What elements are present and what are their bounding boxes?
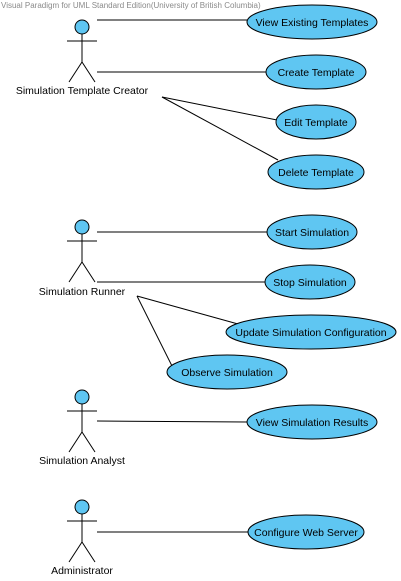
actor-label: Administrator — [51, 565, 113, 577]
use-case-view-results[interactable]: View Simulation Results — [246, 404, 378, 440]
use-case-delete[interactable]: Delete Template — [267, 154, 365, 190]
actor-head-icon — [74, 219, 90, 235]
use-case-observe[interactable]: Observe Simulation — [166, 354, 288, 390]
actor-right-leg-icon — [81, 541, 96, 563]
actor-runner[interactable]: Simulation Runner — [39, 219, 126, 298]
actor-creator[interactable]: Simulation Template Creator — [16, 19, 149, 97]
use-case-label: Observe Simulation — [181, 367, 273, 379]
actor-label: Simulation Analyst — [39, 455, 125, 467]
use-case-label: Edit Template — [284, 117, 348, 129]
actor-label: Simulation Template Creator — [16, 85, 149, 97]
use-case-label: Delete Template — [278, 167, 354, 179]
use-case-label: Start Simulation — [275, 227, 349, 239]
use-case-ellipse[interactable] — [275, 104, 357, 140]
use-case-ellipse[interactable] — [265, 54, 367, 90]
use-case-label: Update Simulation Configuration — [235, 327, 386, 339]
association-analyst-view-results[interactable] — [96, 420, 248, 423]
actor-right-leg-icon — [81, 61, 96, 83]
actor-right-leg-icon — [81, 261, 96, 283]
use-case-start[interactable]: Start Simulation — [266, 214, 358, 250]
use-case-ellipse[interactable] — [264, 264, 356, 300]
association-creator-edit[interactable] — [161, 96, 278, 121]
use-case-ellipse[interactable] — [247, 514, 365, 550]
use-case-configure-server[interactable]: Configure Web Server — [247, 514, 365, 550]
use-case-ellipse[interactable] — [246, 404, 378, 440]
use-case-create[interactable]: Create Template — [265, 54, 367, 90]
use-case-stop[interactable]: Stop Simulation — [264, 264, 356, 300]
use-case-ellipse[interactable] — [246, 4, 378, 40]
use-case-ellipse[interactable] — [266, 214, 358, 250]
use-case-ellipse[interactable] — [267, 154, 365, 190]
actor-head-icon — [74, 389, 90, 405]
association-creator-delete[interactable] — [161, 96, 279, 161]
use-case-ellipse[interactable] — [225, 314, 397, 350]
use-case-label: View Existing Templates — [256, 17, 369, 29]
use-case-edit[interactable]: Edit Template — [275, 104, 357, 140]
associations — [96, 19, 279, 533]
use-case-view-existing[interactable]: View Existing Templates — [246, 4, 378, 40]
watermark: Visual Paradigm for UML Standard Edition… — [1, 1, 261, 10]
actor-left-leg-icon — [68, 261, 83, 283]
actor-head-icon — [74, 19, 90, 35]
actor-head-icon — [74, 499, 90, 515]
actor-right-leg-icon — [81, 431, 96, 453]
actor-analyst[interactable]: Simulation Analyst — [39, 389, 125, 467]
actor-left-leg-icon — [68, 541, 83, 563]
association-runner-update-config[interactable] — [136, 295, 239, 325]
use-case-label: Stop Simulation — [273, 277, 347, 289]
actor-left-leg-icon — [68, 431, 83, 453]
use-case-label: Configure Web Server — [254, 527, 358, 539]
actor-left-leg-icon — [68, 61, 83, 83]
use-case-label: Create Template — [278, 67, 355, 79]
use-case-ellipse[interactable] — [166, 354, 288, 390]
association-runner-observe[interactable] — [136, 295, 173, 367]
use-case-update-config[interactable]: Update Simulation Configuration — [225, 314, 397, 350]
actor-label: Simulation Runner — [39, 286, 126, 298]
actor-admin[interactable]: Administrator — [51, 499, 113, 577]
use-case-label: View Simulation Results — [256, 417, 368, 429]
